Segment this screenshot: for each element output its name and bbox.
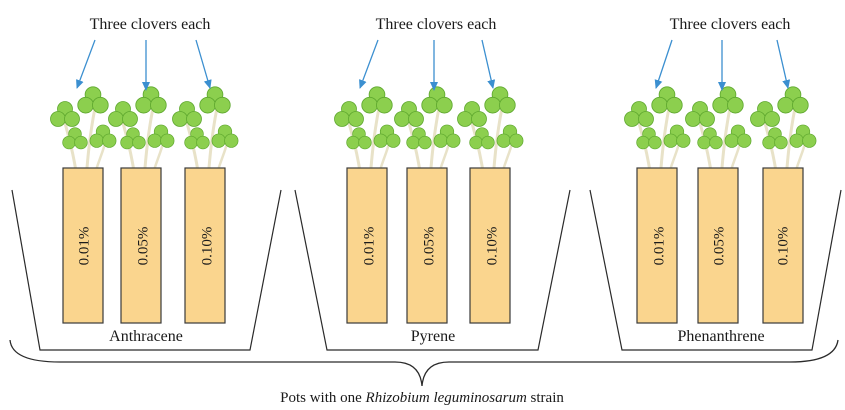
pot-outline: [11, 189, 282, 351]
clover-leaf: [62, 127, 88, 150]
annotation-arrow: [195, 39, 212, 89]
concentration-strip: [184, 167, 226, 324]
clover-leaf: [406, 127, 432, 150]
concentration-label: 0.01%: [361, 226, 378, 266]
clover-leaf: [697, 127, 723, 150]
concentration-label: 0.05%: [421, 226, 438, 266]
clover-leaf: [199, 86, 231, 114]
clover-leaf: [457, 101, 487, 127]
clover-leaf: [120, 127, 146, 150]
clover-leaf: [172, 101, 202, 127]
concentration-strip: [469, 167, 511, 324]
concentration-strip: [762, 167, 804, 324]
clover-leaf: [394, 101, 424, 127]
concentration-label: 0.05%: [135, 226, 152, 266]
annotation-arrow: [359, 39, 379, 89]
clover-leaf: [469, 127, 495, 150]
clover-leaf: [484, 86, 516, 114]
clover-leaf: [135, 86, 167, 114]
annotation-label-phenanthrene: Three clovers each: [669, 16, 791, 33]
pot-label-anthracene: Anthracene: [109, 328, 183, 345]
concentration-strip: [62, 167, 104, 324]
clover-plant: [50, 86, 117, 199]
clover-leaf: [89, 124, 117, 148]
annotation-arrow: [481, 39, 496, 89]
annotation-arrow: [76, 39, 96, 89]
annotation-label-anthracene: Three clovers each: [89, 16, 211, 33]
clover-leaf: [496, 124, 524, 148]
clover-leaf: [361, 86, 393, 114]
annotation-arrow: [776, 39, 791, 89]
clover-leaf: [663, 124, 691, 148]
annotation-label-pyrene: Three clovers each: [375, 16, 497, 33]
clover-plant: [457, 86, 524, 199]
clover-leaf: [421, 86, 453, 114]
concentration-label: 0.10%: [199, 226, 216, 266]
caption-suffix: strain: [530, 390, 564, 406]
clover-leaf: [712, 86, 744, 114]
clover-leaf: [373, 124, 401, 148]
diagram-caption: Pots with one Rhizobium leguminosarum st…: [280, 389, 564, 407]
caption-species: Rhizobium leguminosarum: [365, 390, 527, 406]
concentration-strip: [697, 167, 739, 324]
clover-leaf: [184, 127, 210, 150]
clover-leaf: [334, 101, 364, 127]
concentration-strip: [346, 167, 388, 324]
clover-leaf: [789, 124, 817, 148]
concentration-label: 0.10%: [484, 226, 501, 266]
clover-leaf: [651, 86, 683, 114]
concentration-strip: [636, 167, 678, 324]
concentration-label: 0.01%: [651, 226, 668, 266]
grouping-brace: [9, 339, 839, 387]
concentration-label: 0.01%: [76, 226, 93, 266]
clover-leaf: [624, 101, 654, 127]
clover-leaf: [346, 127, 372, 150]
concentration-strip: [120, 167, 162, 324]
clover-plant: [334, 86, 401, 199]
concentration-label: 0.10%: [775, 226, 792, 266]
concentration-label: 0.05%: [711, 226, 728, 266]
clover-leaf: [211, 124, 239, 148]
clover-leaf: [636, 127, 662, 150]
clover-leaf: [762, 127, 788, 150]
clover-leaf: [50, 101, 80, 127]
pot-outline: [294, 189, 571, 351]
clover-leaf: [724, 124, 752, 148]
caption-prefix: Pots with one: [280, 390, 362, 406]
clover-leaf: [77, 86, 109, 114]
concentration-strip: [406, 167, 448, 324]
clover-leaf: [777, 86, 809, 114]
annotation-arrow: [654, 39, 673, 89]
clover-leaf: [750, 101, 780, 127]
clover-leaf: [685, 101, 715, 127]
clover-leaf: [108, 101, 138, 127]
clover-leaf: [433, 124, 461, 148]
pot-label-phenanthrene: Phenanthrene: [677, 328, 765, 345]
pot-outline: [589, 189, 842, 351]
clover-leaf: [147, 124, 175, 148]
pot-label-pyrene: Pyrene: [410, 328, 456, 345]
